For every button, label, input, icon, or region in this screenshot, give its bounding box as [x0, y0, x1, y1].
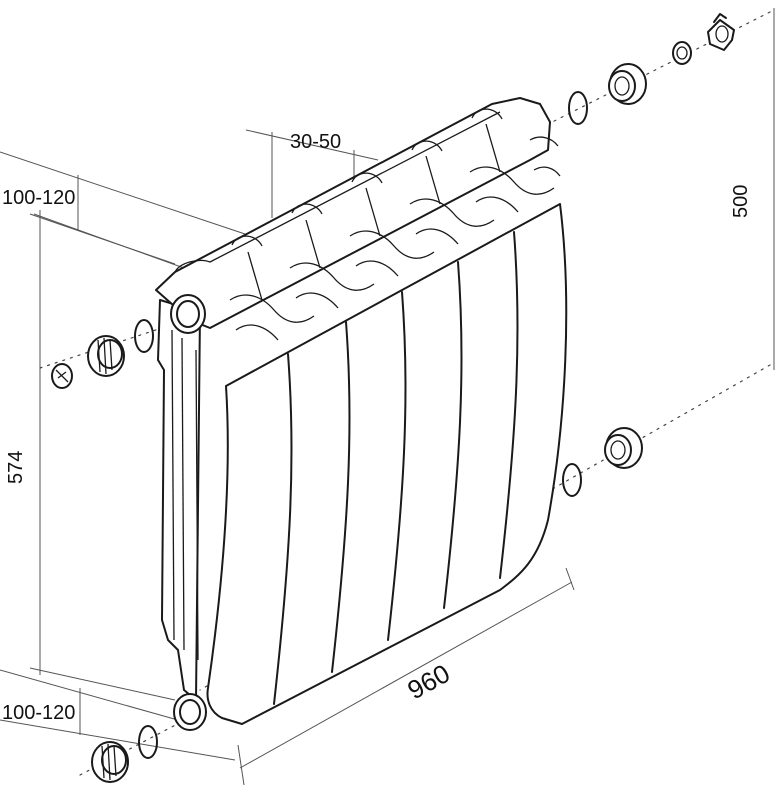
- oring-left-top: [134, 319, 154, 353]
- length-label: 960: [402, 658, 454, 705]
- oring-left-bottom: [138, 725, 158, 759]
- dimension-lines: [0, 8, 775, 786]
- plug-cap-left-top: [51, 363, 73, 389]
- wall-offset-bottom-label: 100-120: [2, 702, 75, 724]
- section-depth-label: 30-50: [290, 131, 341, 153]
- plug-top-right: [608, 63, 647, 105]
- radiator-body: [155, 97, 568, 731]
- oring-bottom-right: [562, 463, 582, 497]
- wall-offset-top-label: 100-120: [2, 187, 75, 209]
- adapter-left-bottom: [91, 741, 129, 783]
- height-label: 574: [5, 451, 27, 484]
- axis-distance-label: 500: [730, 185, 752, 218]
- oring-top-right: [568, 91, 588, 125]
- small-gasket-fitting: [672, 41, 692, 65]
- air-valve-fitting: [707, 13, 735, 51]
- plug-bottom-right: [604, 427, 643, 469]
- adapter-left-top: [87, 335, 125, 377]
